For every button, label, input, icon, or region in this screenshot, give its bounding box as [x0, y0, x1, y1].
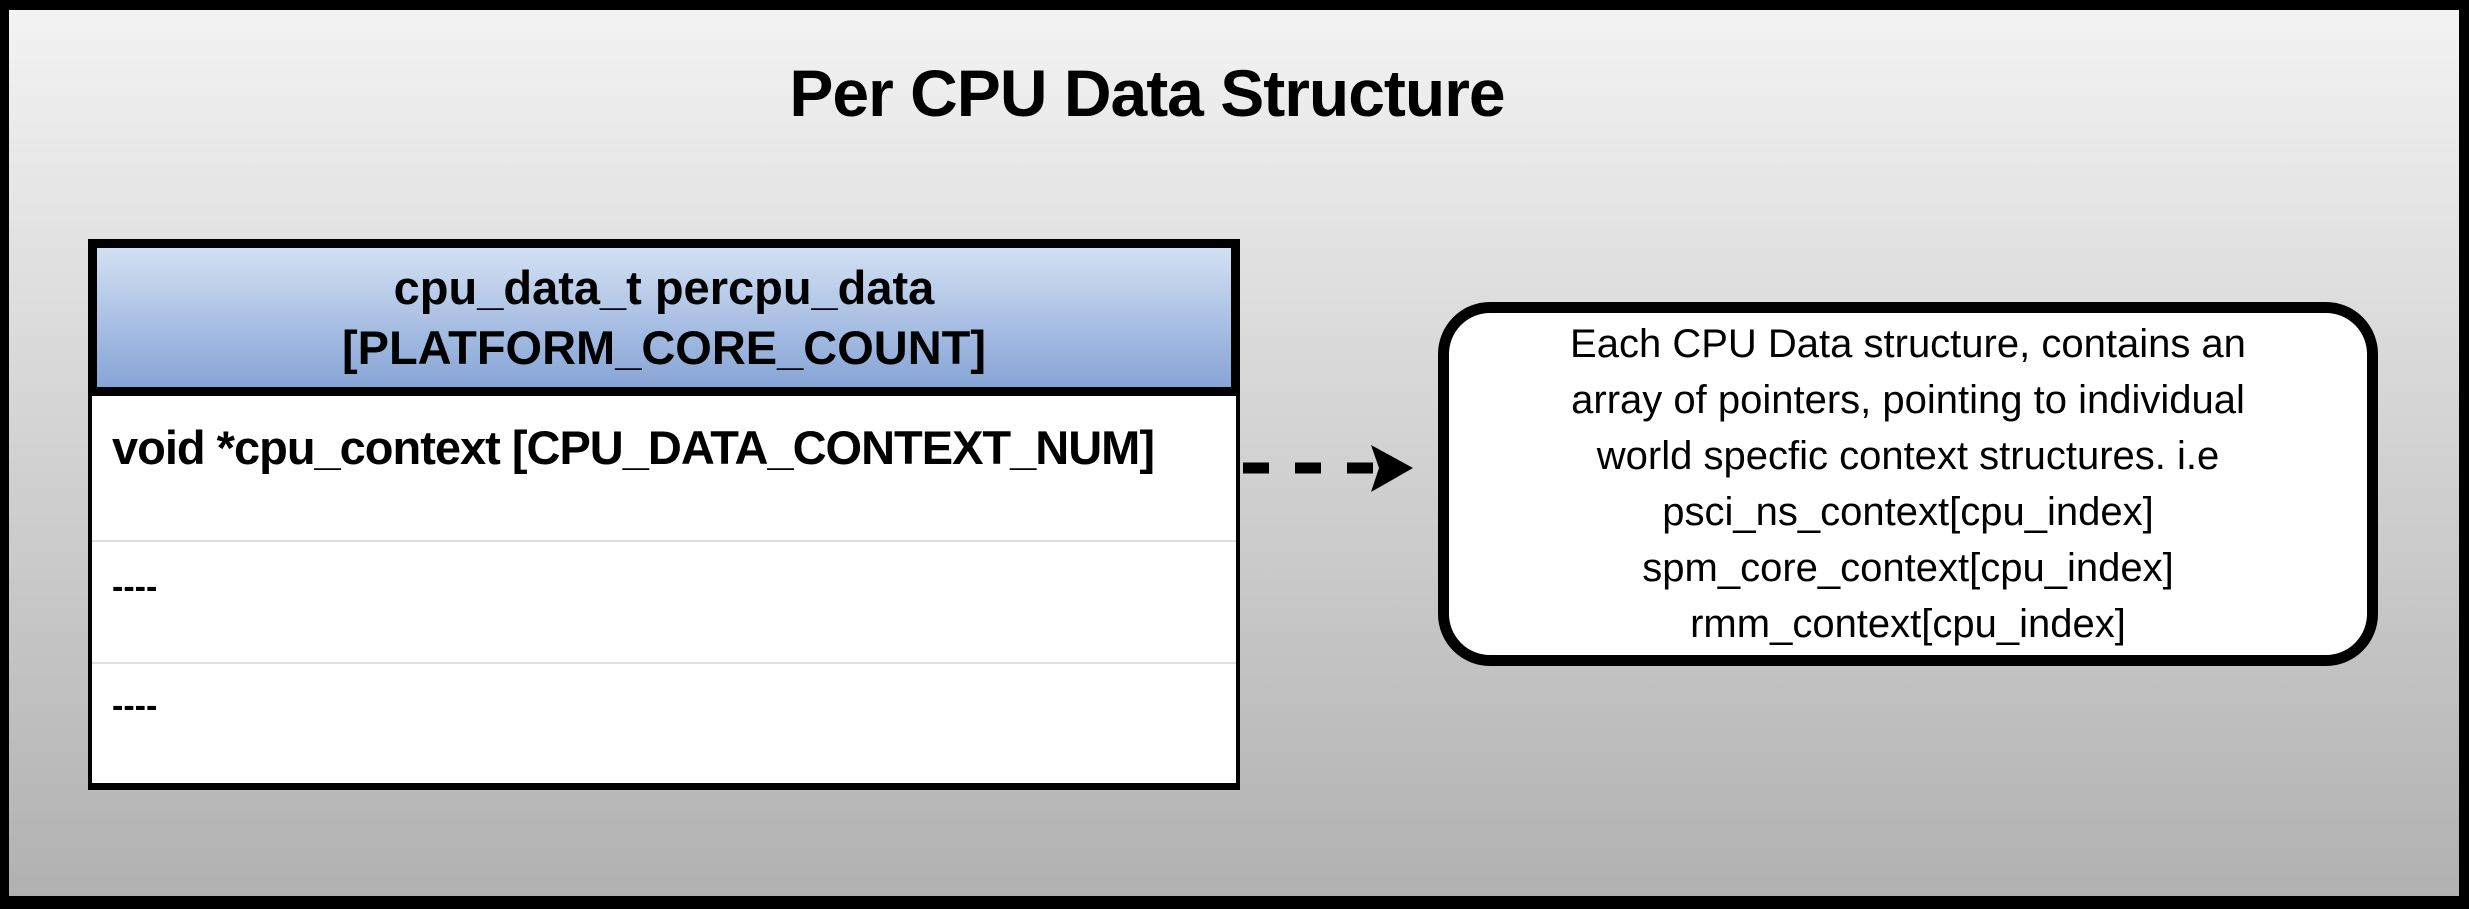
callout-box: Each CPU Data structure, contains an arr…: [1438, 302, 2378, 666]
table-row: ----: [92, 542, 1236, 664]
table-header-line-1: cpu_data_t percpu_data: [393, 260, 935, 314]
table-header: cpu_data_t percpu_data [PLATFORM_CORE_CO…: [88, 239, 1240, 396]
table-header-line-2: [PLATFORM_CORE_COUNT]: [341, 320, 987, 374]
callout-line: rmm_context[cpu_index]: [1690, 602, 2126, 646]
callout-line: world specfic context structures. i.e: [1596, 434, 2220, 478]
table-row: ----: [112, 687, 158, 725]
callout-line: psci_ns_context[cpu_index]: [1662, 490, 2154, 534]
page-title: Per CPU Data Structure: [789, 56, 1505, 130]
callout-line: array of pointers, pointing to individua…: [1571, 378, 2245, 422]
arrowhead-icon: [1371, 445, 1413, 492]
callout-line: spm_core_context[cpu_index]: [1642, 546, 2174, 590]
table-row: void *cpu_context [CPU_DATA_CONTEXT_NUM]: [92, 396, 1236, 542]
percpu-data-table: cpu_data_t percpu_data [PLATFORM_CORE_CO…: [88, 239, 1240, 790]
callout-line: Each CPU Data structure, contains an: [1570, 322, 2246, 366]
table-body: void *cpu_context [CPU_DATA_CONTEXT_NUM]…: [88, 396, 1240, 790]
